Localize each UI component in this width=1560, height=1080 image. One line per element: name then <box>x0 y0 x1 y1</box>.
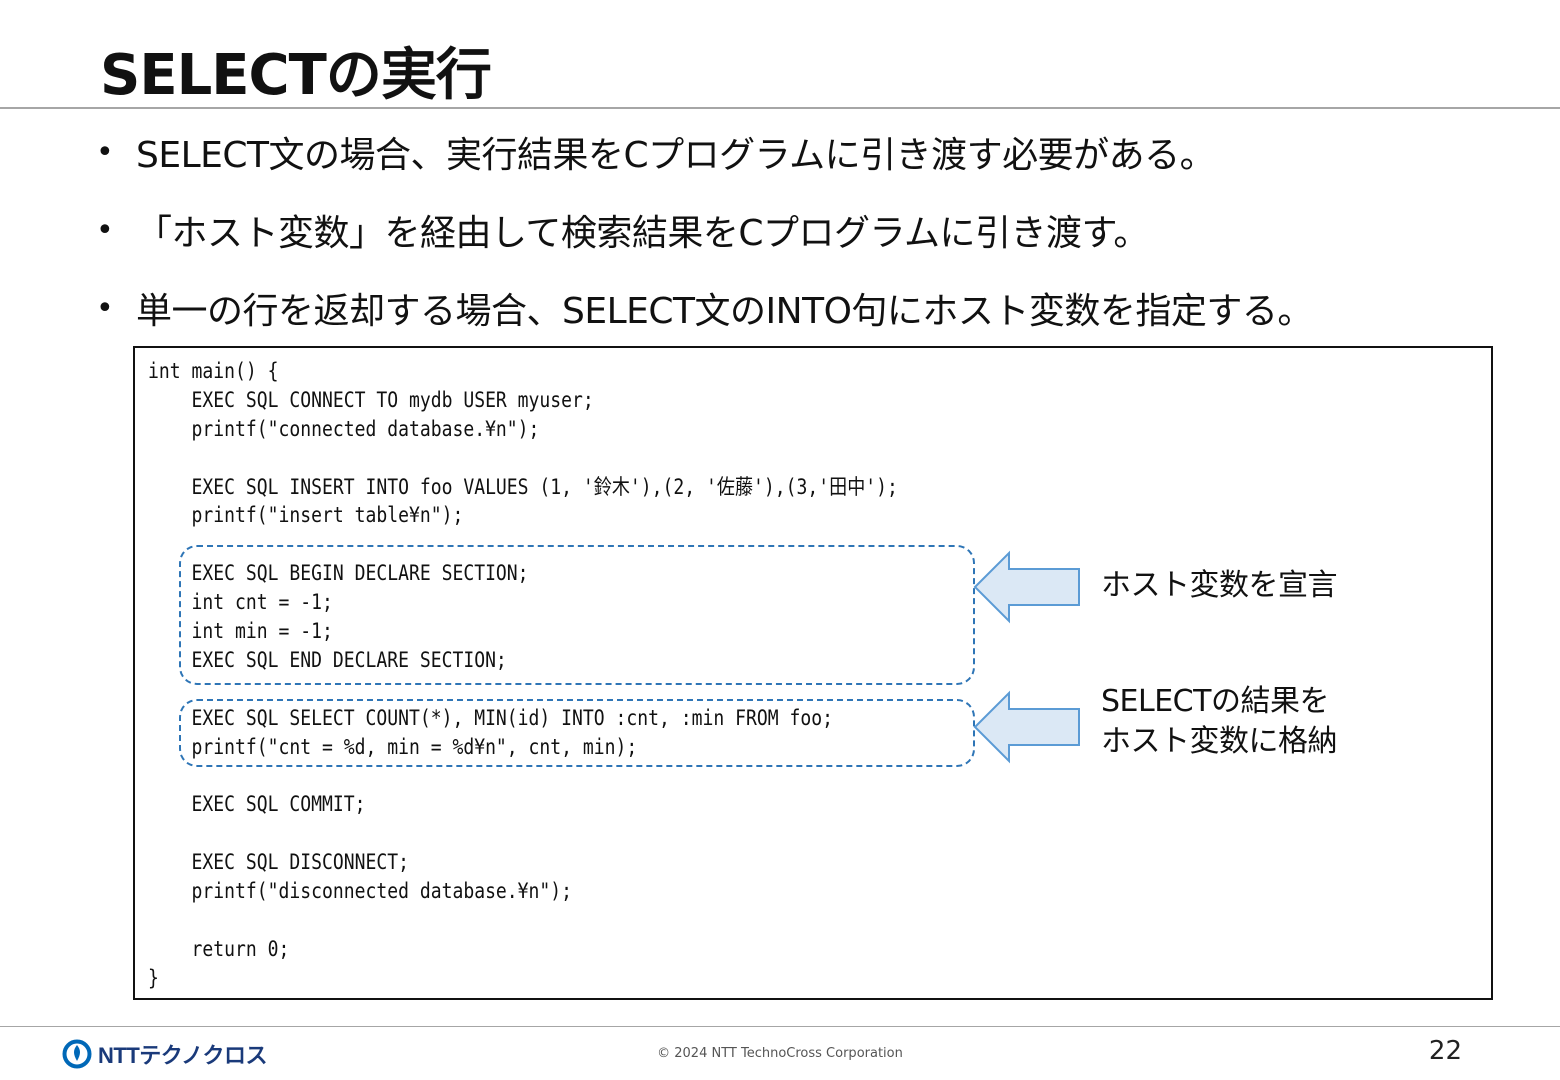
code-line: int min = -1; <box>148 619 333 644</box>
code-line: EXEC SQL BEGIN DECLARE SECTION; <box>148 561 529 586</box>
copyright-text: © 2024 NTT TechnoCross Corporation <box>657 1046 903 1061</box>
bullet-list: • SELECT文の場合、実行結果をCプログラムに引き渡す必要がある。 • 「ホ… <box>96 128 1313 362</box>
bullet-text: 「ホスト変数」を経由して検索結果をCプログラムに引き渡す。 <box>136 213 1149 254</box>
code-line: int cnt = -1; <box>148 590 333 615</box>
annotation-store-line: SELECTの結果を <box>1101 684 1329 719</box>
annotation-store-line: ホスト変数に格納 <box>1101 724 1338 759</box>
code-block-frame <box>133 346 1493 1000</box>
bullet-marker: • <box>96 290 114 326</box>
page-number: 22 <box>1428 1036 1462 1066</box>
code-line: EXEC SQL COMMIT; <box>148 792 366 817</box>
select-into-highlight <box>179 699 975 767</box>
bullet-item: • 単一の行を返却する場合、SELECT文のINTO句にホスト変数を指定する。 <box>96 284 1313 333</box>
code-line: EXEC SQL END DECLARE SECTION; <box>148 647 507 672</box>
bullet-marker: • <box>96 212 114 248</box>
code-line: EXEC SQL INSERT INTO foo VALUES (1, '鈴木'… <box>148 474 898 499</box>
bullet-text: 単一の行を返却する場合、SELECT文のINTO句にホスト変数を指定する。 <box>136 291 1313 332</box>
bullet-text: SELECT文の場合、実行結果をCプログラムに引き渡す必要がある。 <box>136 135 1216 176</box>
declare-section-highlight <box>179 545 975 685</box>
annotation-declare: ホスト変数を宣言 <box>1101 568 1338 603</box>
code-line: int main() { <box>148 359 279 383</box>
ntt-logo-icon <box>62 1039 92 1069</box>
company-logo: NTTテクノクロス <box>62 1038 267 1070</box>
annotation-store: SELECTの結果を ホスト変数に格納 <box>1101 682 1338 762</box>
arrow-left-icon <box>973 690 1080 764</box>
code-line <box>148 819 898 848</box>
code-line: printf("disconnected database.¥n"); <box>148 879 573 904</box>
slide-title: SELECTの実行 <box>100 43 492 108</box>
bullet-marker: • <box>96 134 114 170</box>
bullet-item: • 「ホスト変数」を経由して検索結果をCプログラムに引き渡す。 <box>96 206 1313 255</box>
code-line: printf("connected database.¥n"); <box>148 416 540 441</box>
code-block: int main() { EXEC SQL CONNECT TO mydb US… <box>148 357 898 993</box>
code-line: EXEC SQL SELECT COUNT(*), MIN(id) INTO :… <box>148 705 834 730</box>
code-line: printf("insert table¥n"); <box>148 503 464 528</box>
title-divider <box>0 107 1560 109</box>
code-line: printf("cnt = %d, min = %d¥n", cnt, min)… <box>148 734 638 759</box>
bullet-item: • SELECT文の場合、実行結果をCプログラムに引き渡す必要がある。 <box>96 128 1313 177</box>
code-line: EXEC SQL DISCONNECT; <box>148 850 409 875</box>
code-line: EXEC SQL CONNECT TO mydb USER myuser; <box>148 387 594 412</box>
code-line <box>148 906 898 935</box>
footer-divider <box>0 1026 1560 1027</box>
code-line: return 0; <box>148 936 290 961</box>
code-line <box>148 444 898 473</box>
arrow-left-icon <box>973 550 1080 624</box>
logo-text: NTTテクノクロス <box>98 1043 267 1068</box>
code-line: } <box>148 965 159 990</box>
